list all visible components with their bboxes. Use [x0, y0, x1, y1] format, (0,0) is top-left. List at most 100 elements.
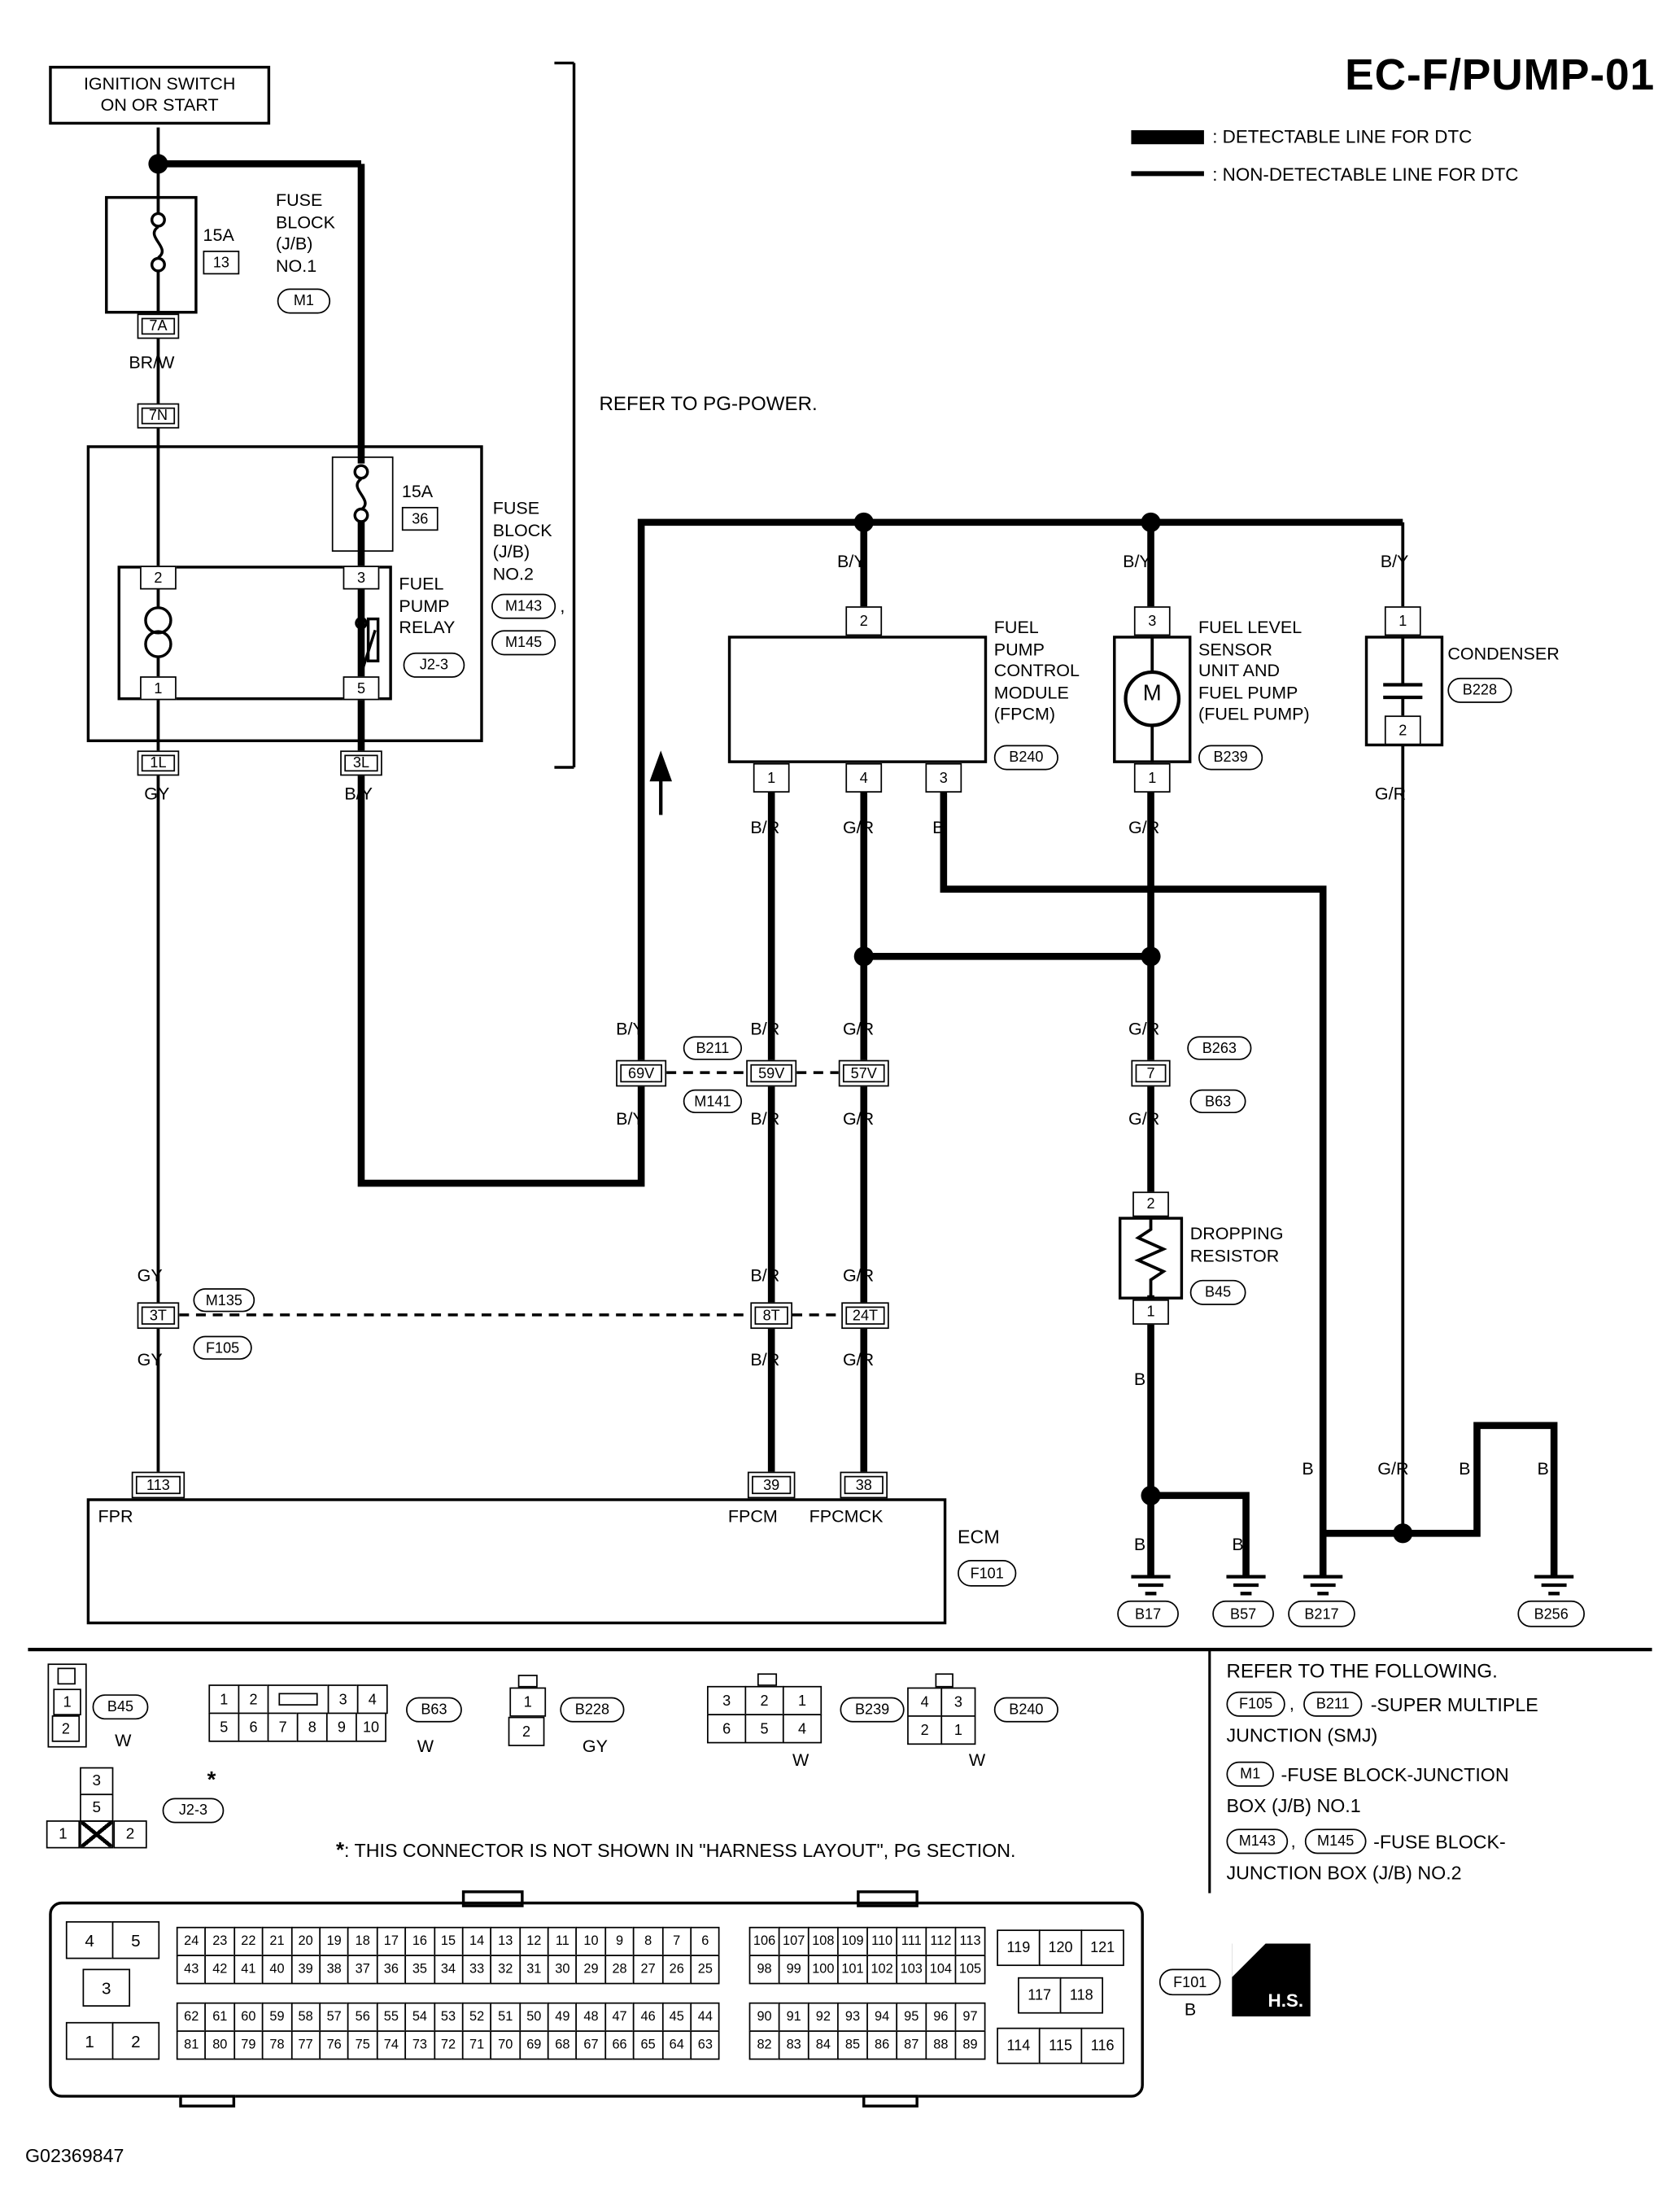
j23-pin-x — [80, 1820, 114, 1849]
b228-color: GY — [582, 1736, 608, 1756]
comma-2: , — [1289, 1694, 1294, 1715]
pin-cell: 39 — [290, 1955, 321, 1985]
pin-cell: 2 — [744, 1685, 784, 1716]
wire-label-b-1: B — [932, 817, 945, 838]
pin-cell: 13 — [490, 1926, 521, 1956]
pin-cell: 68 — [547, 2030, 578, 2060]
pin-cell: 41 — [233, 1955, 264, 1985]
ground-code-b217: B217 — [1288, 1600, 1355, 1627]
wire-label-by-5: B/Y — [616, 1019, 644, 1039]
bracket-and-rules — [28, 61, 1652, 1894]
refer-pg-power-note: REFER TO PG-POWER. — [599, 391, 818, 415]
pin-cell: 23 — [204, 1926, 235, 1956]
relay-contact-symbol — [355, 589, 380, 675]
pin-cell: 81 — [176, 2030, 207, 2060]
pin-cell: 65 — [633, 2030, 664, 2060]
fuel-pump-label: FUEL LEVEL SENSOR UNIT AND FUEL PUMP (FU… — [1198, 617, 1310, 724]
fuse36-amp-label: 15A — [401, 481, 434, 502]
pin-cell: 67 — [576, 2030, 606, 2060]
motor-symbol — [1124, 670, 1181, 727]
pin-cell: 2 — [508, 1716, 545, 1746]
pin-cell: 6 — [238, 1712, 269, 1742]
pin-cell: 30 — [547, 1955, 578, 1985]
smj-pin-57v: 57V — [838, 1059, 889, 1087]
pin-cell: 35 — [404, 1955, 435, 1985]
pin-cell: 105 — [954, 1955, 986, 1985]
pin-cell: 89 — [954, 2030, 986, 2060]
pin-cell: 104 — [925, 1955, 957, 1985]
ecm-connector-outline — [49, 1901, 1144, 2098]
b45-connector-key — [57, 1667, 76, 1685]
connector-code-m145: M145 — [491, 630, 556, 656]
j23-pin-1: 1 — [46, 1820, 81, 1849]
pin-cell: 63 — [690, 2030, 721, 2060]
connector-code-f101: F101 — [958, 1560, 1017, 1587]
resistor-symbol — [1134, 1217, 1167, 1300]
ecm-cell: 4 — [65, 1920, 114, 1959]
pin-cell: 5 — [744, 1714, 784, 1744]
fpcm-label: FUEL PUMP CONTROL MODULE (FPCM) — [993, 617, 1080, 724]
pin-cell: 114 — [997, 2027, 1041, 2064]
pin-cell: 37 — [347, 1955, 378, 1985]
b240-color: W — [968, 1750, 986, 1771]
connector-code-m141: M141 — [683, 1089, 743, 1114]
pin-cell: 6 — [690, 1926, 721, 1956]
dashed-wires — [179, 1071, 842, 1317]
pin-cell: 12 — [518, 1926, 549, 1956]
pin-cell: 83 — [778, 2030, 809, 2060]
pin-cell: 77 — [290, 2030, 321, 2060]
j23-asterisk: * — [207, 1768, 216, 1793]
pin-cell: 64 — [661, 2030, 692, 2060]
pin-cell: 44 — [690, 2002, 721, 2032]
pin-cell: 50 — [518, 2002, 549, 2032]
pin-cell: 33 — [461, 1955, 492, 1985]
pin-cell: 1 — [782, 1685, 823, 1716]
pin-cell: 26 — [661, 1955, 692, 1985]
ecm-box — [86, 1498, 947, 1625]
pin-cell: 94 — [866, 2002, 898, 2032]
ecm-cell: 1 — [65, 2021, 114, 2060]
smj-text-1: -SUPER MULTIPLE — [1370, 1694, 1538, 1716]
pin-cell: 76 — [319, 2030, 350, 2060]
pin-cell: 22 — [233, 1926, 264, 1956]
jb1-text-2: BOX (J/B) NO.1 — [1226, 1795, 1361, 1816]
pin-cell: 66 — [604, 2030, 635, 2060]
jb2-text-2: JUNCTION BOX (J/B) NO.2 — [1226, 1862, 1462, 1884]
b239-connector-key — [757, 1673, 778, 1686]
pin-cell: 51 — [490, 2002, 521, 2032]
wire-label-gr-3: G/R — [842, 1019, 875, 1039]
connector-code-b211: B211 — [683, 1036, 743, 1060]
fpcm-pin-4: 4 — [845, 762, 883, 793]
pin-cell: 86 — [866, 2030, 898, 2060]
pin-cell: 108 — [807, 1926, 839, 1956]
view-code-b45: B45 — [92, 1694, 149, 1720]
view-code-b63: B63 — [406, 1697, 462, 1723]
wire-label-br-1: B/R — [750, 817, 780, 838]
ground-symbols — [1131, 1575, 1574, 1596]
b239-color: W — [792, 1750, 809, 1771]
pin-cell: 60 — [233, 2002, 264, 2032]
pin-cell: 93 — [837, 2002, 868, 2032]
fuse13-amp-label: 15A — [203, 225, 234, 246]
wire-label-gr-6: G/R — [1128, 1108, 1160, 1129]
wire-label-by-6: B/Y — [616, 1108, 644, 1129]
pin-cell: 25 — [690, 1955, 721, 1985]
fuel-pump-box — [1113, 636, 1192, 763]
pin-cell: 52 — [461, 2002, 492, 2032]
ecm-cell: 2 — [111, 2021, 160, 2060]
pin-cell: 14 — [461, 1926, 492, 1956]
pin-cell: 120 — [1038, 1929, 1083, 1967]
view-code-f101: F101 — [1159, 1968, 1221, 1996]
pin-cell: 111 — [896, 1926, 927, 1956]
ground-code-b256: B256 — [1517, 1600, 1585, 1627]
pin-cell: 2 — [238, 1684, 269, 1715]
relay-pin-2: 2 — [140, 566, 177, 590]
fuel-pump-relay-label: FUEL PUMP RELAY — [399, 574, 456, 637]
pin-cell: 7 — [267, 1712, 299, 1742]
connector-code-b45: B45 — [1189, 1279, 1246, 1305]
pin-cell: 7 — [661, 1926, 692, 1956]
pin-cell: 17 — [376, 1926, 407, 1956]
